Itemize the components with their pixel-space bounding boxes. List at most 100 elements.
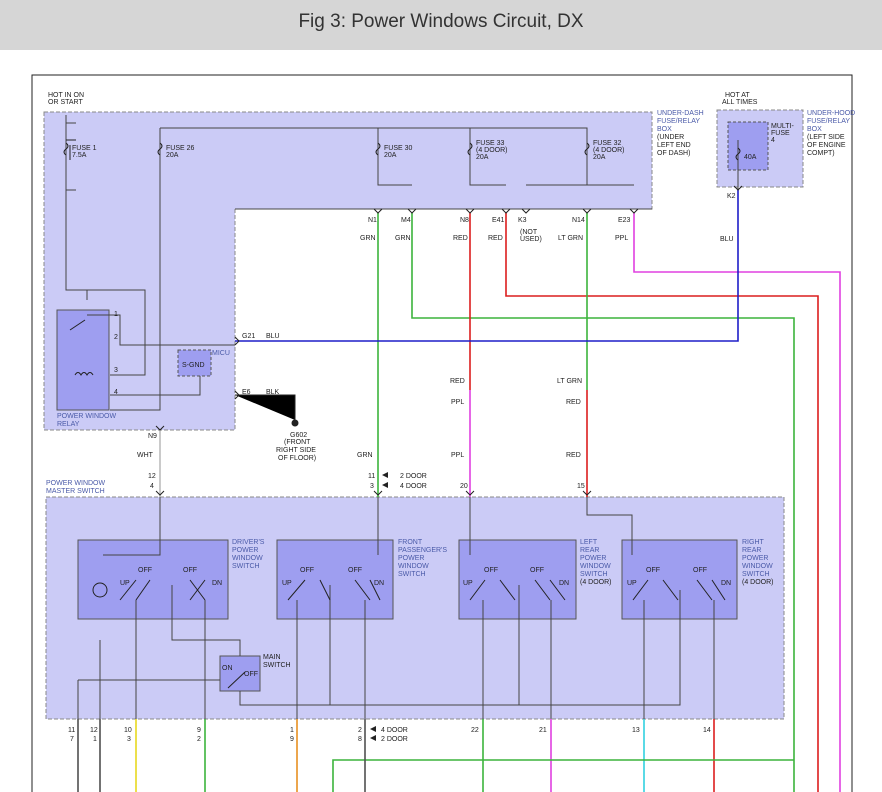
under-dash-label-6: OF DASH) (657, 150, 690, 157)
bpin-9b: 9 (290, 736, 294, 743)
arrow-icons (370, 472, 388, 741)
sgnd-label: S-GND (182, 362, 205, 369)
grn-wire-m4: GRN (395, 235, 411, 242)
lr-label-4: WINDOW (580, 563, 611, 570)
fp-up: UP (282, 580, 292, 587)
pin-3-grn: 3 (370, 483, 374, 490)
bpin-10: 10 (124, 727, 132, 734)
ground-icon (235, 394, 299, 427)
under-dash-label-1: UNDER-DASH (657, 110, 704, 117)
g602-label-4: OF FLOOR) (278, 455, 316, 462)
front-passenger-switch (276, 539, 394, 620)
hot-at-label-2: ALL TIMES (722, 99, 758, 106)
micu-label: MICU (212, 350, 230, 357)
under-dash-label-3: BOX (657, 126, 672, 133)
multi-fuse-rating: 40A (744, 154, 757, 161)
grn-wire-n1: GRN (360, 235, 376, 242)
lr-up: UP (463, 580, 473, 587)
relay-pin-4: 4 (114, 389, 118, 396)
g602-label-3: RIGHT SIDE (276, 447, 316, 454)
hot-in-on-label: HOT IN ON (48, 92, 84, 99)
bpin-14: 14 (703, 727, 711, 734)
fuse1-label: FUSE 1 (72, 145, 97, 152)
bpin-21: 21 (539, 727, 547, 734)
e23-connector: E23 (618, 217, 631, 224)
bpin-9: 9 (197, 727, 201, 734)
rr-label-6: (4 DOOR) (742, 579, 774, 586)
drivers-label-3: WINDOW (232, 555, 263, 562)
fuse32-rating: 20A (593, 154, 606, 161)
k3-connector: K3 (518, 217, 527, 224)
fuse32-doors: (4 DOOR) (593, 147, 625, 154)
bpin-11: 11 (68, 727, 75, 734)
pin-11-grn: 11 (368, 473, 375, 480)
bpin-22: 22 (471, 727, 479, 734)
pin-15: 15 (577, 483, 585, 490)
ltgrn-wire-n14: LT GRN (558, 235, 583, 242)
fuse33-doors: (4 DOOR) (476, 147, 508, 154)
lr-label-2: REAR (580, 547, 599, 554)
drv-dn: DN (212, 580, 222, 587)
pin-20: 20 (460, 483, 468, 490)
bpin-2: 2 (197, 736, 201, 743)
under-hood-label-1: UNDER-HOOD (807, 110, 855, 117)
under-hood-label-5: OF ENGINE (807, 142, 846, 149)
bpin-13: 13 (632, 727, 640, 734)
bpin-1: 1 (93, 736, 97, 743)
relay-pin-1: 1 (114, 311, 118, 318)
relay-pin-2: 2 (114, 334, 118, 341)
under-hood-label-4: (LEFT SIDE (807, 134, 845, 141)
rr-label-5: SWITCH (742, 571, 770, 578)
red-wire-mid-2: RED (566, 399, 581, 406)
rr-label-4: WINDOW (742, 563, 773, 570)
internal-wires (65, 115, 739, 497)
blu-wire-top: BLU (720, 236, 734, 243)
red-wire-lower: RED (566, 452, 581, 459)
drv-off-1: OFF (138, 567, 152, 574)
ppl-wire-e23: PPL (615, 235, 628, 242)
n8-connector: N8 (460, 217, 469, 224)
under-dash-label-4: (UNDER (657, 134, 684, 141)
drv-off-2: OFF (183, 567, 197, 574)
grn-wire-lower: GRN (357, 452, 373, 459)
master-switch-label-2: MASTER SWITCH (46, 488, 105, 495)
drivers-label-2: POWER (232, 547, 258, 554)
fuse26-rating: 20A (166, 152, 179, 159)
page-title: Fig 3: Power Windows Circuit, DX (298, 11, 584, 32)
four-door-label: 4 DOOR (400, 483, 427, 490)
lr-off-1: OFF (484, 567, 498, 574)
fuse30-rating: 20A (384, 152, 397, 159)
labels: HOT IN ON OR START HOT AT ALL TIMES UNDE… (46, 92, 855, 743)
fp-label-1: FRONT (398, 539, 423, 546)
g21-connector: G21 (242, 333, 255, 340)
indicator-led-icon (92, 582, 108, 598)
multi-fuse-label-2: FUSE (771, 130, 790, 137)
master-switch-label-1: POWER WINDOW (46, 480, 105, 487)
g602-label-1: G602 (290, 432, 307, 439)
not-used-label-1: (NOT (520, 229, 538, 236)
bottom-two-door: 2 DOOR (381, 736, 408, 743)
under-hood-label-2: FUSE/RELAY (807, 118, 850, 125)
fp-dn: DN (374, 580, 384, 587)
n1-connector: N1 (368, 217, 377, 224)
e6-connector: E6 (242, 389, 251, 396)
colored-wires (77, 190, 841, 792)
connector-icons (155, 185, 743, 496)
fuse33-label: FUSE 33 (476, 140, 505, 147)
drivers-label-4: SWITCH (232, 563, 260, 570)
left-rear-switch (458, 539, 577, 620)
two-door-label: 2 DOOR (400, 473, 427, 480)
lr-off-2: OFF (530, 567, 544, 574)
red-wire-e41: RED (488, 235, 503, 242)
g602-label-2: (FRONT (284, 439, 311, 446)
switch-contacts (66, 139, 726, 689)
rr-label-3: POWER (742, 555, 768, 562)
blk-wire: BLK (266, 389, 280, 396)
main-switch-label-2: SWITCH (263, 662, 291, 669)
relay-label-1: POWER WINDOW (57, 413, 116, 420)
title-bar: Fig 3: Power Windows Circuit, DX (0, 0, 882, 50)
n14-connector: N14 (572, 217, 585, 224)
fuse26-label: FUSE 26 (166, 145, 195, 152)
pin-12-wht: 12 (148, 473, 156, 480)
ltgrn-wire-mid: LT GRN (557, 378, 582, 385)
